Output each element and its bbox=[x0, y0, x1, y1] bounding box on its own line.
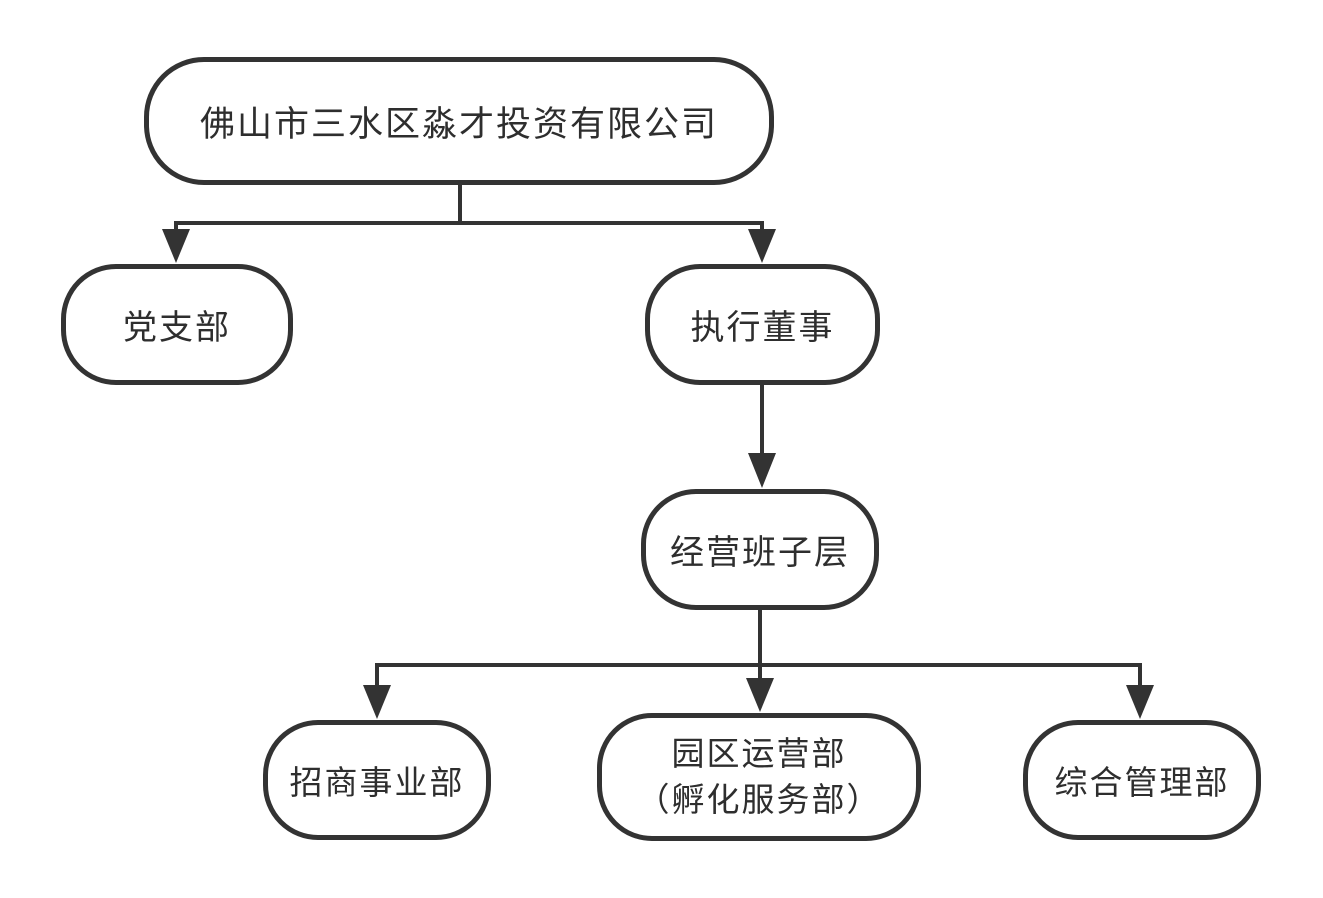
org-node-executive-director-label: 执行董事 bbox=[690, 308, 835, 348]
arrowhead-management bbox=[748, 453, 776, 488]
org-node-company-label: 佛山市三水区淼才投资有限公司 bbox=[199, 104, 718, 145]
arrowhead-party bbox=[162, 229, 190, 263]
org-node-investment-dept-label: 招商事业部 bbox=[289, 763, 465, 802]
org-node-general-management-label: 综合管理部 bbox=[1054, 763, 1230, 802]
org-node-park-operations-label-line2: （孵化服务部） bbox=[636, 780, 882, 819]
org-node-park-operations-label-line1: 园区运营部 bbox=[671, 734, 847, 773]
org-node-party-branch-label: 党支部 bbox=[123, 308, 231, 348]
org-node-general-management: 综合管理部 bbox=[1023, 720, 1261, 840]
arrowhead-investment bbox=[363, 685, 391, 719]
arrowhead-director bbox=[748, 229, 776, 263]
org-node-company: 佛山市三水区淼才投资有限公司 bbox=[144, 57, 774, 185]
org-node-party-branch: 党支部 bbox=[61, 264, 293, 385]
arrowhead-park bbox=[746, 678, 774, 712]
org-node-management-team-label: 经营班子层 bbox=[670, 533, 850, 573]
org-node-park-operations: 园区运营部 （孵化服务部） bbox=[597, 713, 921, 841]
org-node-executive-director: 执行董事 bbox=[645, 264, 880, 385]
org-node-management-team: 经营班子层 bbox=[641, 489, 879, 610]
org-node-investment-dept: 招商事业部 bbox=[263, 720, 491, 840]
arrowhead-general bbox=[1126, 685, 1154, 719]
